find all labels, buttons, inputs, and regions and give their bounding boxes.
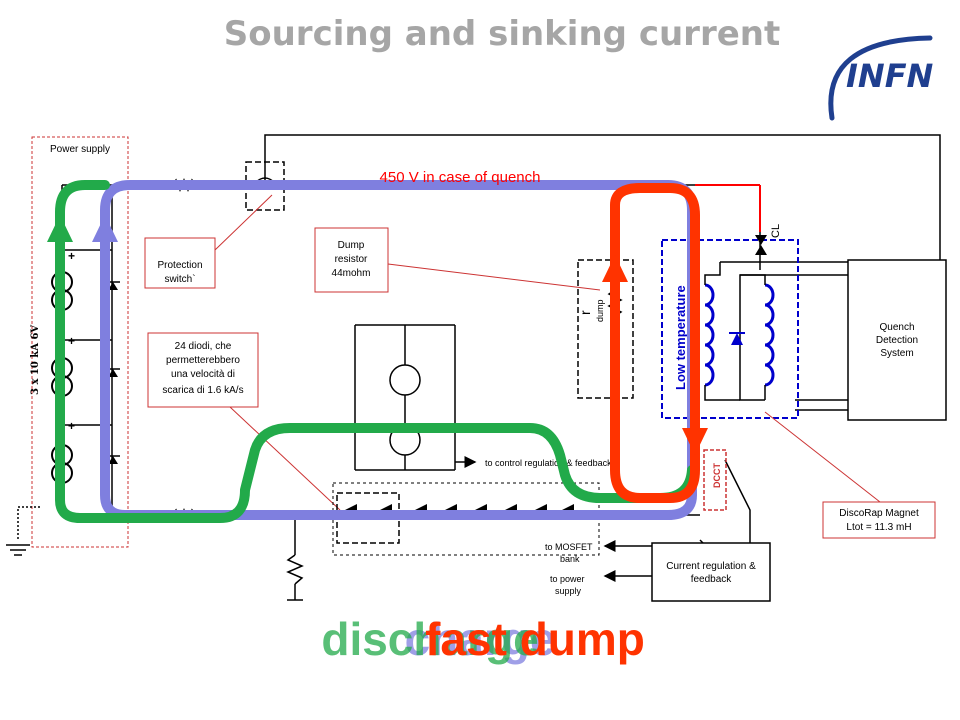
svg-text:feedback: feedback xyxy=(691,574,733,585)
current-regulation-box xyxy=(651,542,771,602)
logo-text: INFN xyxy=(846,57,934,95)
low-temperature-label: Low temperature xyxy=(673,285,688,390)
svg-text:Quench: Quench xyxy=(879,322,914,333)
fast-dump-path xyxy=(602,183,708,503)
ps-rating-label: 3 x 10 kA 6V xyxy=(30,325,41,395)
dcct-box xyxy=(703,449,727,511)
svg-text:Dump: Dump xyxy=(338,240,365,251)
r-dump-label: r xyxy=(577,310,593,315)
svg-text:to power: to power xyxy=(550,574,585,584)
infn-logo: INFN xyxy=(828,35,934,121)
dcct-label: DCCT xyxy=(712,463,722,488)
svg-text:44mohm: 44mohm xyxy=(332,268,371,279)
dump-resistor-callout xyxy=(314,227,389,293)
fast-dump-word: fast dump xyxy=(425,613,645,665)
svg-text:+: + xyxy=(68,249,75,263)
ps-diodes xyxy=(106,281,120,464)
svg-text:DiscoRap Magnet: DiscoRap Magnet xyxy=(839,508,919,519)
plus-signs: + + + xyxy=(68,249,75,433)
cl-valve: CL xyxy=(755,224,782,255)
svg-text:CL: CL xyxy=(770,224,782,238)
protection-switch-callout xyxy=(144,237,216,289)
svg-text:to MOSFET: to MOSFET xyxy=(545,542,593,552)
quench-voltage-label: 450 V in case of quench xyxy=(380,169,541,186)
svg-text:Current regulation &: Current regulation & xyxy=(666,561,756,572)
svg-text:switch`: switch` xyxy=(164,273,195,285)
svg-text:permetterebbero: permetterebbero xyxy=(166,355,240,366)
svg-text:+: + xyxy=(68,419,75,433)
svg-text:24 diodi, che: 24 diodi, che xyxy=(175,341,232,352)
svg-text:resistor: resistor xyxy=(335,254,368,265)
svg-text:Ltot = 11.3 mH: Ltot = 11.3 mH xyxy=(846,522,911,533)
diodes-callout xyxy=(147,332,259,408)
magnet-coils xyxy=(704,283,775,387)
quench-detection-box xyxy=(847,259,947,421)
svg-text:supply: supply xyxy=(555,586,582,596)
r-dump-box xyxy=(577,259,634,399)
svg-text:una velocità di: una velocità di xyxy=(171,369,235,380)
magnet-diode xyxy=(731,333,743,345)
svg-text:System: System xyxy=(880,348,913,359)
svg-text:bank: bank xyxy=(560,554,580,564)
charge-word: charge xyxy=(405,613,556,665)
svg-text:dump: dump xyxy=(595,299,605,322)
low-temperature-box xyxy=(661,239,799,419)
power-supply-box xyxy=(31,136,129,548)
magnet-callout xyxy=(822,501,936,539)
svg-text:+: + xyxy=(68,334,75,348)
svg-text:Protection: Protection xyxy=(157,260,202,271)
discharge-path xyxy=(47,180,697,523)
ground-symbol xyxy=(6,506,63,556)
page-title: Sourcing and sinking current xyxy=(224,14,780,54)
to-control-label: to control regulation & feedback xyxy=(485,458,612,468)
power-supply-label: Power supply xyxy=(50,144,110,155)
svg-text:Detection: Detection xyxy=(876,335,918,346)
discharge-word: discharge xyxy=(321,613,538,665)
svg-text:scarica di 1.6 kA/s: scarica di 1.6 kA/s xyxy=(162,385,243,396)
